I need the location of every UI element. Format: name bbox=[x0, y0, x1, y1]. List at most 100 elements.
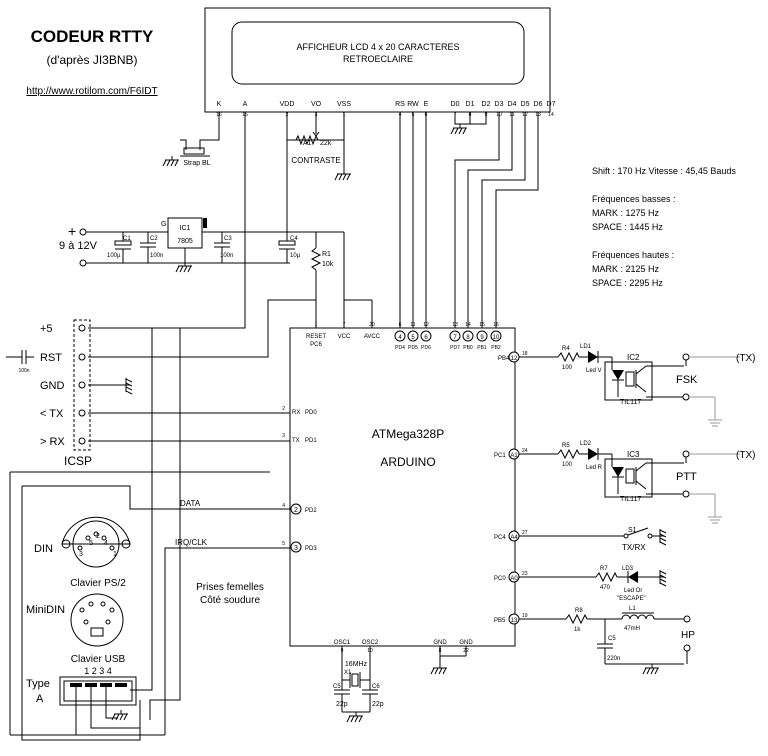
mcu-port-name: PB0 bbox=[463, 345, 473, 351]
strap-bl: Strap BL bbox=[162, 112, 220, 167]
fsk-tx-label: (TX) bbox=[736, 353, 755, 364]
mcu-port-name: PD7 bbox=[450, 345, 460, 351]
cx5-label: C5 bbox=[333, 684, 341, 690]
mcu-port-name: PD4 bbox=[395, 345, 405, 351]
voltage-label: 9 à 12V bbox=[59, 240, 98, 252]
c4-value: 10µ bbox=[290, 253, 301, 259]
arduino-pin-number: 8 bbox=[466, 335, 470, 341]
s1-label: S1 bbox=[628, 527, 637, 534]
icsp-title: ICSP bbox=[64, 454, 92, 468]
mcu-pin-number: 16 bbox=[493, 322, 499, 328]
svg-text:4: 4 bbox=[282, 503, 285, 509]
din-label: DIN bbox=[34, 543, 53, 555]
svg-text:5: 5 bbox=[89, 540, 93, 547]
svg-text:18: 18 bbox=[522, 351, 528, 357]
escape-led: R7 470 LD3 Led Or "ESCAPE" bbox=[519, 566, 667, 602]
lcd-pin-name: RS bbox=[395, 101, 405, 108]
mcu-pin-number: 12 bbox=[423, 322, 429, 328]
mcu-port-name: PD6 bbox=[421, 345, 431, 351]
mcu-port-name: PD5 bbox=[408, 345, 418, 351]
c4-label: C4 bbox=[290, 236, 298, 242]
c2-value: 100n bbox=[150, 253, 163, 259]
lcd-pins: K16A15VDD2VO3VSS1RS4RW5E6D07D18D29D310D4… bbox=[216, 101, 555, 118]
lcd-pin-name: VO bbox=[311, 101, 322, 108]
ld1-label: LD1 bbox=[580, 344, 592, 350]
c5-label: C5 bbox=[608, 636, 616, 642]
pin-osc1: OSC1 bbox=[334, 640, 351, 646]
low-space: SPACE : 1445 Hz bbox=[592, 222, 663, 232]
ld2-label: LD2 bbox=[580, 441, 592, 447]
pin-pc6: PC6 bbox=[310, 342, 322, 348]
svg-text:2: 2 bbox=[282, 406, 285, 412]
atmega328p: ATMega328P ARDUINO 1 7 20 RESET PC6 VCC … bbox=[282, 322, 528, 654]
ic2-label: IC2 bbox=[627, 353, 640, 362]
r5-value: 100 bbox=[562, 462, 573, 468]
cx6-label: C6 bbox=[372, 684, 380, 690]
prises-line1: Prises femelles bbox=[196, 582, 264, 593]
pin-gnd2: GND bbox=[459, 640, 473, 646]
contraste-label: CONTRASTE bbox=[291, 156, 340, 165]
pin-pd2: PD2 bbox=[305, 508, 317, 514]
high-space: SPACE : 2295 Hz bbox=[592, 278, 663, 288]
ic3-part: TIL117 bbox=[620, 496, 641, 503]
ic2-part: TIL117 bbox=[620, 399, 641, 406]
irq-label: IRQ/CLK bbox=[175, 538, 208, 547]
icsp-pin-label: +5 bbox=[40, 323, 53, 335]
pin-pd0: PD0 bbox=[305, 410, 317, 416]
icsp-pin bbox=[78, 409, 86, 417]
arduino-pin-circle bbox=[407, 330, 419, 342]
title: CODEUR RTTY bbox=[31, 27, 154, 46]
pin-ard13: 13 bbox=[511, 618, 518, 624]
pin-tx: TX bbox=[292, 438, 300, 444]
ptt-tx-label: (TX) bbox=[736, 450, 755, 461]
fsk-output: R4 100 LD1 Led V IC2 TIL117 FSK (TX) bbox=[519, 344, 755, 427]
ic1-part: 7805 bbox=[177, 238, 193, 245]
icsp-pin bbox=[78, 324, 86, 332]
pin-arda1: A1 bbox=[510, 453, 518, 459]
cx6-value: 22p bbox=[372, 701, 384, 708]
pin-pc1: PC1 bbox=[494, 453, 506, 459]
s1-name: TX/RX bbox=[622, 543, 646, 552]
arduino-pin-circle bbox=[449, 330, 461, 342]
icsp-pin-label: < TX bbox=[40, 408, 64, 420]
type-a-label: A bbox=[36, 693, 44, 705]
mcu-pin-number: 6 bbox=[399, 322, 402, 328]
r1-label: R1 bbox=[322, 251, 331, 258]
icsp-pin bbox=[78, 381, 86, 389]
ld2-name: Led R bbox=[586, 465, 603, 471]
lcd-pin-name: VDD bbox=[280, 101, 295, 108]
high-freq-title: Fréquences hautes : bbox=[592, 250, 674, 260]
lcd-pin-name: D3 bbox=[495, 101, 504, 108]
r1-value: 10k bbox=[322, 261, 334, 268]
c3-label: C3 bbox=[224, 236, 232, 242]
pin-pc0: PC0 bbox=[494, 576, 506, 582]
icsp-pin-label: RST bbox=[40, 352, 62, 364]
lcd-label-line1: AFFICHEUR LCD 4 x 20 CARACTERES bbox=[296, 42, 459, 52]
pin-pc4: PC4 bbox=[494, 535, 506, 541]
svg-text:G: G bbox=[161, 221, 166, 228]
ic1-label: IC1 bbox=[180, 225, 191, 232]
lcd-pin-name: VSS bbox=[337, 101, 351, 108]
c5-value: 220n bbox=[607, 656, 620, 662]
r7-value: 470 bbox=[600, 585, 611, 591]
arduino-pin-circle bbox=[490, 330, 502, 342]
contrast-pot: A1 22k CONTRASTE bbox=[287, 112, 352, 181]
a1-value: 22k bbox=[320, 140, 332, 147]
r5-label: R5 bbox=[562, 443, 570, 449]
type-label: Type bbox=[26, 678, 50, 690]
minidin-label: MiniDIN bbox=[26, 604, 65, 616]
prises-line2: Côté soudure bbox=[200, 595, 260, 606]
header: CODEUR RTTY (d'après JI3BNB) http://www.… bbox=[26, 27, 157, 97]
r4-value: 100 bbox=[562, 365, 573, 371]
lcd-pin-name: D0 bbox=[451, 101, 460, 108]
svg-text:1: 1 bbox=[315, 322, 318, 328]
svg-text:23: 23 bbox=[522, 571, 528, 577]
pin-vcc: VCC bbox=[338, 334, 351, 340]
arduino-pin-number: 10 bbox=[493, 335, 500, 341]
mcu-pin-number: 15 bbox=[479, 322, 485, 328]
svg-text:24: 24 bbox=[522, 448, 528, 454]
arduino-pin-circle bbox=[394, 330, 406, 342]
usb-label: Clavier USB bbox=[71, 654, 126, 665]
speaker-output: R8 1k L1 47mH C5 220n HP bbox=[519, 606, 695, 675]
